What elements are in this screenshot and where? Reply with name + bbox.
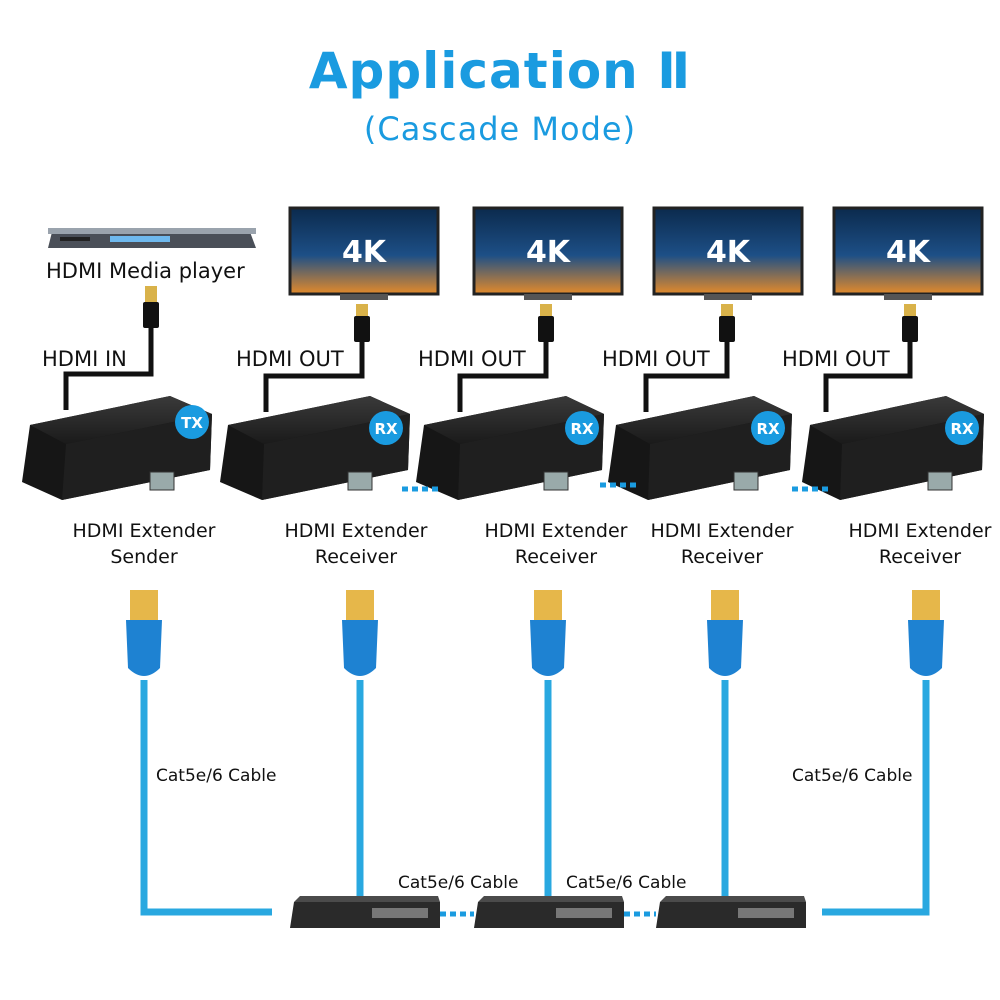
unit-label-line1: HDMI Extender: [650, 520, 794, 542]
tv-screen-icon: [288, 206, 440, 300]
unit-badge: RX: [570, 420, 594, 438]
unit-badge: RX: [374, 420, 398, 438]
cable-label: Cat5e/6 Cable: [156, 766, 277, 786]
rj45-plug-icon: [908, 590, 944, 676]
tv-screen-icon: [652, 206, 804, 300]
screens-group: 4K 4K 4K 4K: [288, 206, 984, 300]
port-label-out: HDMI OUT: [418, 347, 526, 371]
rj45-plug-icon: [707, 590, 743, 676]
extender-receiver-box: [802, 396, 984, 500]
unit-label-line2: Receiver: [680, 546, 764, 568]
rj45-plug-icon: [342, 590, 378, 676]
screen-badge: 4K: [706, 235, 752, 270]
unit-badge: RX: [756, 420, 780, 438]
hdmi-cable-in-icon: [63, 286, 159, 410]
unit-label-line1: HDMI Extender: [284, 520, 428, 542]
media-player-label: HDMI Media player: [46, 259, 245, 283]
unit-label: HDMI Extender Receiver: [644, 518, 800, 570]
unit-label: HDMI Extender Receiver: [478, 518, 634, 570]
screen-badge: 4K: [886, 235, 932, 270]
unit-label: HDMI Extender Sender: [66, 518, 222, 570]
extender-sender-box: [22, 396, 212, 500]
unit-label: HDMI Extender Receiver: [842, 518, 998, 570]
unit-label-line2: Receiver: [878, 546, 962, 568]
rj45-plug-icon: [126, 590, 162, 676]
tv-screen-icon: [832, 206, 984, 300]
cable-label: Cat5e/6 Cable: [566, 873, 687, 893]
cable-label: Cat5e/6 Cable: [398, 873, 519, 893]
port-label-in: HDMI IN: [42, 347, 127, 371]
diagram-title: Application Ⅱ: [308, 42, 692, 100]
port-label-out: HDMI OUT: [602, 347, 710, 371]
screen-badge: 4K: [342, 235, 388, 270]
network-cables: [126, 590, 944, 916]
unit-label-line1: HDMI Extender: [72, 520, 216, 542]
network-switches: [290, 896, 806, 928]
port-label-out: HDMI OUT: [236, 347, 344, 371]
network-switch-icon: [474, 896, 624, 928]
unit-label: HDMI Extender Receiver: [278, 518, 434, 570]
diagram-subtitle: (Cascade Mode): [363, 110, 637, 148]
rj45-plug-icon: [530, 590, 566, 676]
hdmi-cables-out: [263, 304, 918, 412]
port-label-out: HDMI OUT: [782, 347, 890, 371]
unit-badge: RX: [950, 420, 974, 438]
unit-label-line1: HDMI Extender: [484, 520, 628, 542]
screen-badge: 4K: [526, 235, 572, 270]
network-switch-icon: [290, 896, 440, 928]
unit-badge: TX: [181, 414, 203, 432]
extender-units: TX RX RX RX RX: [22, 396, 984, 500]
unit-label-line2: Sender: [110, 546, 178, 568]
extender-receiver-box: [416, 396, 604, 500]
cable-label: Cat5e/6 Cable: [792, 766, 913, 786]
media-player-icon: [48, 228, 256, 248]
extender-receiver-box: [608, 396, 792, 500]
unit-label-line2: Receiver: [314, 546, 398, 568]
unit-label-line1: HDMI Extender: [848, 520, 992, 542]
network-switch-icon: [656, 896, 806, 928]
unit-label-line2: Receiver: [514, 546, 598, 568]
tv-screen-icon: [472, 206, 624, 300]
extender-receiver-box: [220, 396, 410, 500]
